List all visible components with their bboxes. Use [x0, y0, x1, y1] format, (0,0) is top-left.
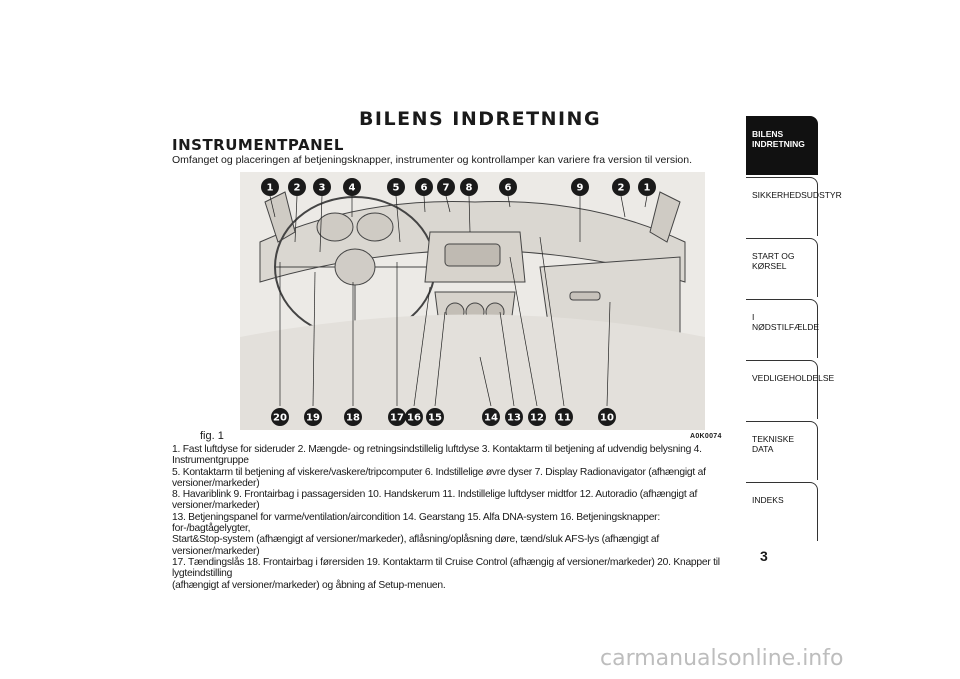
tab-tekniske-data[interactable]: TEKNISKE DATA	[746, 421, 818, 480]
bottom-marker-circle	[344, 408, 362, 426]
top-marker-circle	[437, 178, 455, 196]
bottom-marker-circle	[505, 408, 523, 426]
page-title: BILENS INDRETNING	[358, 108, 602, 130]
top-marker-2: 2	[618, 183, 625, 194]
top-marker-circle	[387, 178, 405, 196]
tab-bilens-indretning[interactable]: BILENS INDRETNING	[746, 116, 818, 175]
caption-line: 1. Fast luftdyse for sideruder 2. Mængde…	[172, 444, 702, 467]
bottom-marker-circle	[271, 408, 289, 426]
bottom-marker-circle	[598, 408, 616, 426]
top-marker-circle	[415, 178, 433, 196]
bottom-marker-circle	[482, 408, 500, 426]
bottom-marker-16: 16	[407, 413, 421, 424]
bottom-marker-20: 20	[273, 413, 287, 424]
tab-sikkerhedsudstyr[interactable]: SIKKERHEDSUDSTYR	[746, 177, 842, 236]
top-marker-6: 6	[505, 183, 512, 194]
caption-line: 17. Tændingslås 18. Frontairbag i førers…	[172, 556, 720, 580]
bottom-marker-12: 12	[530, 413, 544, 424]
top-marker-circle	[261, 178, 279, 196]
tab-i-nodstilfaelde[interactable]: I NØDSTILFÆLDE	[746, 299, 819, 358]
bottom-marker-14: 14	[484, 413, 498, 424]
bottom-marker-19: 19	[306, 413, 320, 424]
chapter-tabs: BILENS INDRETNING SIKKERHEDSUDSTYR START…	[746, 116, 842, 543]
tab-indeks[interactable]: INDEKS	[746, 482, 818, 541]
top-marker-5: 5	[393, 183, 400, 194]
top-marker-circle	[343, 178, 361, 196]
top-marker-circle	[460, 178, 478, 196]
bottom-marker-circle	[555, 408, 573, 426]
top-marker-1: 1	[267, 183, 274, 194]
bottom-marker-18: 18	[346, 413, 360, 424]
top-marker-1: 1	[644, 183, 651, 194]
top-marker-2: 2	[294, 183, 301, 194]
section-title: INSTRUMENTPANEL	[172, 136, 344, 154]
caption-line: 13. Betjeningspanel for varme/ventilatio…	[172, 511, 660, 535]
top-marker-circle	[499, 178, 517, 196]
page-number: 3	[760, 548, 768, 564]
bottom-marker-17: 17	[390, 413, 404, 424]
top-marker-circle	[313, 178, 331, 196]
bottom-marker-circle	[304, 408, 322, 426]
caption-line: 5. Kontaktarm til betjening af viskere/v…	[172, 466, 706, 489]
tab-start-og-korsel[interactable]: START OG KØRSEL	[746, 238, 818, 297]
bottom-marker-15: 15	[428, 413, 442, 424]
top-marker-6: 6	[421, 183, 428, 194]
bottom-marker-13: 13	[507, 413, 521, 424]
top-marker-circle	[571, 178, 589, 196]
top-marker-9: 9	[577, 183, 584, 194]
bottom-marker-circle	[528, 408, 546, 426]
top-marker-7: 7	[443, 183, 450, 194]
top-markers: 1 2 3 4 5 6 7 8 6 9 2 1	[261, 178, 656, 196]
top-marker-circle	[288, 178, 306, 196]
watermark: carmanualsonline.info	[600, 646, 844, 671]
bottom-marker-circle	[426, 408, 444, 426]
figure-label: fig. 1	[200, 430, 224, 442]
top-marker-circle	[612, 178, 630, 196]
bottom-marker-10: 10	[600, 413, 614, 424]
bottom-marker-circle	[388, 408, 406, 426]
bottom-marker-11: 11	[557, 413, 571, 424]
tab-vedligeholdelse[interactable]: VEDLIGEHOLDELSE	[746, 360, 834, 419]
bottom-marker-circle	[405, 408, 423, 426]
top-marker-8: 8	[466, 183, 473, 194]
caption-line: (afhængigt af versioner/markeder) og åbn…	[172, 579, 446, 591]
top-marker-3: 3	[319, 183, 326, 194]
figure-caption: 1. Fast luftdyse for sideruder 2. Mængde…	[172, 444, 732, 591]
figure-code: A0K0074	[690, 433, 722, 440]
caption-line: Start&Stop-system (afhængigt af versione…	[172, 534, 660, 557]
caption-line: 8. Havariblink 9. Frontairbag i passager…	[172, 489, 698, 512]
intro-text: Omfanget og placeringen af betjeningskna…	[172, 154, 693, 166]
top-marker-4: 4	[349, 183, 356, 194]
top-marker-circle	[638, 178, 656, 196]
